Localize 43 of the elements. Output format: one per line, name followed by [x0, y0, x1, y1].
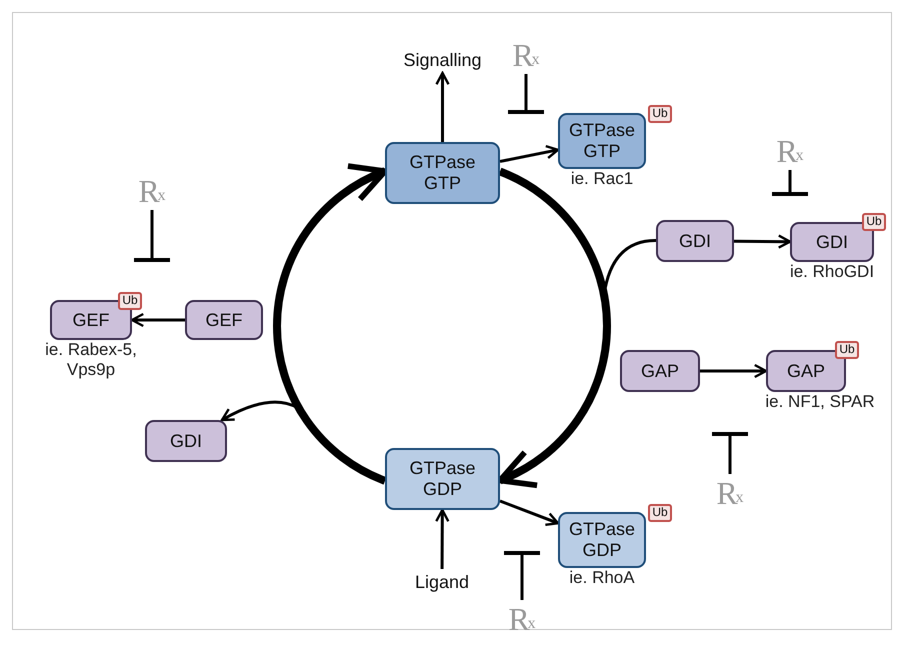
example-caption: ie. Rabex-5, Vps9p [44, 340, 138, 381]
inhibition-line [770, 170, 810, 196]
inhibition-line [506, 74, 546, 114]
protein-name: GTPase GDP [408, 458, 477, 500]
protein-name: GAP [786, 360, 825, 382]
example-caption: ie. Rac1 [570, 169, 634, 190]
protein-box [145, 420, 227, 462]
example-caption: ie. NF1, SPAR [764, 392, 876, 412]
example-caption: ie. RhoA [568, 568, 636, 588]
protein-box [620, 350, 700, 392]
arrow [435, 508, 450, 569]
arrow [435, 72, 450, 142]
example-caption: ie. RhoGDI [788, 262, 876, 282]
protein-name: GDI [678, 230, 711, 252]
protein-box [385, 142, 500, 204]
arrow [273, 166, 388, 484]
arrow [734, 234, 792, 249]
ubiquitin-tag: Ub [118, 292, 142, 310]
output-label: Signalling [395, 47, 490, 73]
input-label: Ligand [402, 569, 482, 595]
arrow [500, 144, 560, 163]
inhibition-line [502, 551, 542, 600]
inhibition-line [132, 210, 172, 262]
protein-name: GEF [205, 310, 242, 330]
protein-name: GTPase GTP [408, 152, 477, 194]
ubiquitin-tag: Ub [648, 504, 672, 522]
protein-name: GTPase GDP [568, 519, 636, 561]
protein-name: GTPase GTP [568, 120, 636, 162]
ubiquitin-tag: Ub [835, 341, 859, 359]
protein-box [385, 448, 500, 510]
protein-box [185, 300, 263, 340]
arrow [130, 312, 185, 328]
ubiquitin-tag: Ub [862, 213, 886, 231]
protein-name: GAP [640, 360, 679, 382]
inhibition-line [710, 432, 750, 474]
protein-name: GEF [72, 310, 110, 330]
ubiquitin-tag: Ub [648, 105, 672, 123]
arrow [497, 168, 611, 486]
protein-box [656, 220, 734, 262]
arrow [499, 500, 560, 526]
protein-name: GDI [170, 430, 202, 452]
arrow [700, 364, 768, 378]
protein-name: GDI [816, 232, 848, 252]
